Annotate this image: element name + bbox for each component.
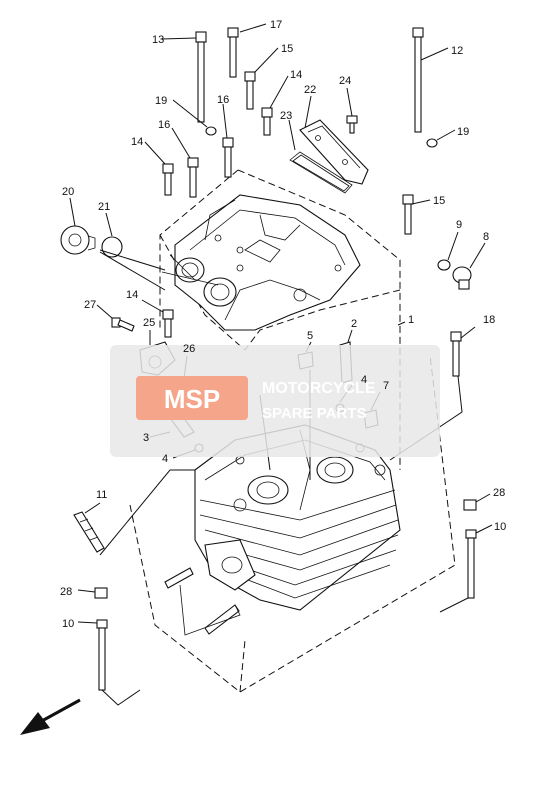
callout-3: 3	[143, 432, 149, 444]
cylinder-head	[194, 424, 401, 611]
bolt-15-right	[402, 194, 414, 235]
callout-20: 20	[62, 186, 74, 198]
callout-4a: 4	[361, 374, 367, 386]
callout-28b: 28	[493, 487, 505, 499]
bolt-14-top	[261, 107, 273, 136]
callout-15b: 15	[433, 195, 445, 207]
bolt-14-mid	[162, 309, 174, 338]
callout-23: 23	[280, 110, 292, 122]
watermark-brand: MSP	[164, 384, 220, 414]
callout-8: 8	[483, 231, 489, 243]
bolt-24	[346, 115, 358, 134]
callout-7: 7	[383, 380, 389, 392]
callout-18: 18	[483, 314, 495, 326]
watermark-line1: MOTORCYCLE	[262, 380, 376, 397]
bolt-27	[111, 317, 135, 332]
bolt-10-left	[96, 619, 108, 691]
bolt-16-b	[187, 157, 199, 198]
callout-12: 12	[451, 45, 463, 57]
callout-4b: 4	[162, 453, 168, 465]
callout-13: 13	[152, 34, 164, 46]
callout-1: 1	[408, 314, 414, 326]
watermark-line2: SPARE PARTS	[262, 405, 366, 422]
exhaust-studs	[164, 567, 241, 636]
bolt-17	[227, 27, 239, 78]
cap-8	[452, 266, 472, 290]
callout-16a: 16	[217, 94, 229, 106]
callout-24: 24	[339, 75, 351, 87]
callout-21: 21	[98, 201, 110, 213]
bolt-28-right	[463, 499, 477, 511]
bolt-18	[450, 331, 462, 377]
bolt-28-left	[94, 587, 108, 599]
leader-lines	[69, 23, 493, 706]
washer-19-left	[205, 126, 217, 136]
callout-26: 26	[183, 343, 195, 355]
callout-28a: 28	[60, 586, 72, 598]
callout-10a: 10	[62, 618, 74, 630]
callout-19b: 19	[457, 126, 469, 138]
watermark: MSP MOTORCYCLE SPARE PARTS	[110, 345, 440, 457]
oring-9	[437, 259, 451, 271]
callout-25: 25	[143, 317, 155, 329]
callout-9: 9	[456, 219, 462, 231]
bolt-16-a	[222, 137, 234, 178]
camshaft-cover	[161, 194, 361, 331]
washer-19-right	[426, 138, 438, 148]
callout-11: 11	[96, 489, 107, 501]
breather-gasket	[289, 151, 353, 194]
callout-14b: 14	[131, 136, 143, 148]
callout-19a: 19	[155, 95, 167, 107]
callout-5: 5	[307, 330, 313, 342]
callout-2: 2	[351, 318, 357, 330]
callout-16b: 16	[158, 119, 170, 131]
spark-plug-11	[73, 511, 105, 553]
callout-10b: 10	[494, 521, 506, 533]
front-direction-arrow-icon	[20, 698, 81, 735]
callout-15a: 15	[281, 43, 293, 55]
callout-14c: 14	[126, 289, 138, 301]
callout-17: 17	[270, 19, 282, 31]
callout-22: 22	[304, 84, 316, 96]
callout-27: 27	[84, 299, 96, 311]
bolt-13	[195, 31, 207, 123]
bolt-10-right	[465, 529, 477, 599]
breather-cover	[299, 119, 369, 185]
callout-14a: 14	[290, 69, 302, 81]
bolt-12	[412, 27, 424, 133]
cap-20	[60, 225, 96, 255]
bolt-14-left	[162, 163, 174, 196]
bolt-15-top	[244, 71, 256, 110]
